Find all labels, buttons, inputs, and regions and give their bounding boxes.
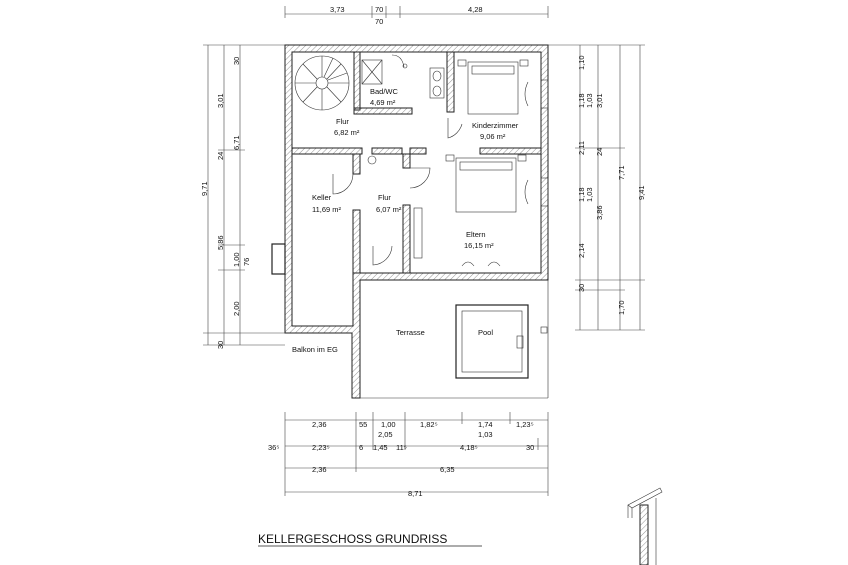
- dim-left-inner-2: 1,00: [232, 252, 241, 267]
- dim-bottom-r4-0: 8,71: [408, 489, 423, 498]
- left-dimension-chain: 9,71 3,01 24 5,86 30 30 6,71 1,00 76 2,0…: [200, 44, 285, 349]
- dim-left-mid-0: 3,01: [216, 93, 225, 108]
- dim-bottom-r1b-1: 1,03: [478, 430, 493, 439]
- terrace-area: [360, 280, 549, 399]
- dim-left-outer: 9,71: [200, 181, 209, 196]
- spiral-staircase: [294, 55, 350, 111]
- dim-bottom-r2-2: 6: [359, 443, 363, 452]
- dim-right-inner-3: 2,11: [577, 141, 586, 155]
- room-badwc-name: Bad/WC: [370, 87, 399, 96]
- room-pool-name: Pool: [478, 328, 493, 337]
- dim-bottom-r2-0: 36⁵: [268, 443, 279, 452]
- dim-top-3: 4,28: [468, 5, 483, 14]
- room-eltern-area: 16,15 m²: [464, 241, 494, 250]
- right-dimension-chain: 1,10 1,18 1,03 2,11 1,18 1,03 2,14 30 3,…: [548, 44, 646, 331]
- dim-bottom-r2-3: 1,45: [373, 443, 388, 452]
- bottom-dimension-chain: 2,36 55 1,00 1,82⁵ 1,74 1,23⁵ 2,05 1,03 …: [268, 412, 549, 498]
- dim-bottom-r1-5: 1,23⁵: [516, 420, 534, 429]
- room-flur-mid-name: Flur: [378, 193, 391, 202]
- dim-left-inner-3: 76: [242, 258, 251, 266]
- dim-right-inner-4: 1,18: [577, 187, 586, 202]
- room-flur-top-area: 6,82 m²: [334, 128, 360, 137]
- dim-left-inner-4: 2,00: [232, 301, 241, 316]
- room-kinderzimmer-area: 9,06 m²: [480, 132, 506, 141]
- dim-left-mid-3: 30: [216, 341, 225, 349]
- page-title: KELLERGESCHOSS GRUNDRISS: [258, 532, 447, 546]
- dim-bottom-r1b-0: 2,05: [378, 430, 393, 439]
- dim-right-inner-0: 1,10: [577, 55, 586, 70]
- dim-bottom-r1-0: 2,36: [312, 420, 327, 429]
- beds: [445, 59, 529, 213]
- dim-bottom-r1-2: 1,00: [381, 420, 396, 429]
- interior-walls: [291, 51, 542, 274]
- room-labels: Bad/WC 4,69 m² Flur 6,82 m² Kinderzimmer…: [292, 87, 519, 354]
- room-flur-mid-area: 6,07 m²: [376, 205, 402, 214]
- dim-right-mid-2: 3,86: [595, 205, 604, 220]
- room-eltern-name: Eltern: [466, 230, 486, 239]
- dim-bottom-r2-1: 2,23⁵: [312, 443, 330, 452]
- dim-right-inner-6: 2,14: [577, 243, 586, 258]
- room-balkon-name: Balkon im EG: [292, 345, 338, 354]
- dim-bottom-r3-0: 2,36: [312, 465, 327, 474]
- dim-bottom-r1-1: 55: [359, 420, 367, 429]
- dim-bottom-r2-4: 11⁵: [396, 443, 407, 452]
- room-keller-area: 11,69 m²: [312, 205, 342, 214]
- dim-right-mid-1: 24: [595, 148, 604, 156]
- dim-bottom-r2-6: 30: [526, 443, 534, 452]
- dim-right-inner-5: 1,03: [585, 187, 594, 202]
- dim-top-2: 70: [375, 17, 383, 26]
- section-detail: [627, 487, 663, 565]
- top-dimension-chain: 3,73 70 70 4,28: [284, 5, 549, 26]
- dim-right-mid-3: 1,70: [617, 300, 626, 315]
- dim-left-mid-2: 5,86: [216, 235, 225, 250]
- dim-bottom-r2-5: 4,18⁵: [460, 443, 478, 452]
- bathroom-fixtures: [361, 54, 445, 99]
- dim-right-inner-2: 1,03: [585, 93, 594, 108]
- room-badwc-area: 4,69 m²: [370, 98, 396, 107]
- door-swings: [332, 118, 501, 267]
- dim-right-mid-0: 3,01: [595, 93, 604, 108]
- dim-top-1: 70: [375, 5, 383, 14]
- dim-bottom-r3-1: 6,35: [440, 465, 455, 474]
- dim-left-mid-1: 24: [216, 152, 225, 160]
- dim-right-inner-7: 30: [577, 284, 586, 292]
- dim-left-inner-0: 30: [232, 57, 241, 65]
- room-kinderzimmer-name: Kinderzimmer: [472, 121, 519, 130]
- dim-bottom-r1-3: 1,82⁵: [420, 420, 438, 429]
- room-keller-name: Keller: [312, 193, 332, 202]
- room-terrasse-name: Terrasse: [396, 328, 425, 337]
- room-flur-top-name: Flur: [336, 117, 349, 126]
- dim-right-inner-1: 1,18: [577, 93, 586, 108]
- dim-left-inner-1: 6,71: [232, 135, 241, 150]
- dim-top-0: 3,73: [330, 5, 345, 14]
- dim-right-outer-0: 7,71: [617, 165, 626, 180]
- dim-bottom-r1-4: 1,74: [478, 420, 493, 429]
- windows: [271, 79, 549, 275]
- dim-right-outer-1: 9,41: [637, 185, 646, 200]
